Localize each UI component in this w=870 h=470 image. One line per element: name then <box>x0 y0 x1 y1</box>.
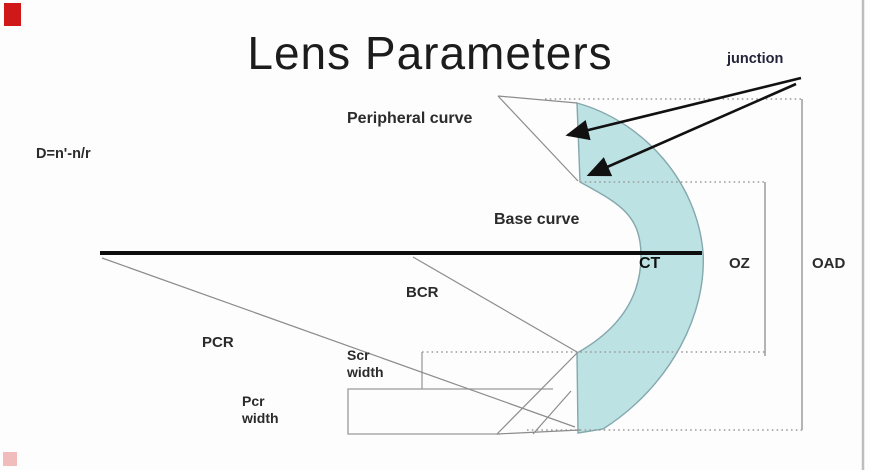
peripheral-curve-lower-line <box>497 95 579 182</box>
center-thickness-label: CT <box>639 255 661 272</box>
pcr-label: PCR <box>202 334 234 351</box>
junction-arrow-lower <box>586 82 797 177</box>
optic-zone-label: OZ <box>729 255 750 272</box>
overall-diameter-label: OAD <box>812 255 846 272</box>
pcr-radius-line <box>101 257 576 428</box>
page-title: Lens Parameters <box>247 27 613 79</box>
pcr-width-box <box>347 388 553 435</box>
lower-fan-line-2 <box>532 390 572 435</box>
lower-fan-line-3 <box>496 429 581 435</box>
red-corner-marker-top-left <box>4 3 21 26</box>
bcr-radius-line <box>412 256 578 353</box>
pcr-width-label: Pcr width <box>242 393 279 427</box>
bcr-label: BCR <box>406 284 439 301</box>
peripheral-curve-upper-line <box>497 95 578 104</box>
base-curve-label: Base curve <box>494 211 580 228</box>
peripheral-curve-label: Peripheral curve <box>347 110 473 127</box>
lens-shape <box>576 102 704 434</box>
scr-width-label: Scr width <box>347 347 384 381</box>
pcr-width-label-line2: width <box>242 410 279 426</box>
junction-label: junction <box>727 51 784 67</box>
scr-width-label-line2: width <box>347 364 384 380</box>
junction-arrow-upper <box>565 76 802 141</box>
power-formula-label: D=n'-n/r <box>36 146 91 162</box>
pcr-width-label-line1: Pcr <box>242 393 265 409</box>
scr-width-label-line1: Scr <box>347 347 370 363</box>
pink-corner-marker-bottom-left <box>3 452 17 466</box>
lower-fan-line-1 <box>496 352 578 435</box>
